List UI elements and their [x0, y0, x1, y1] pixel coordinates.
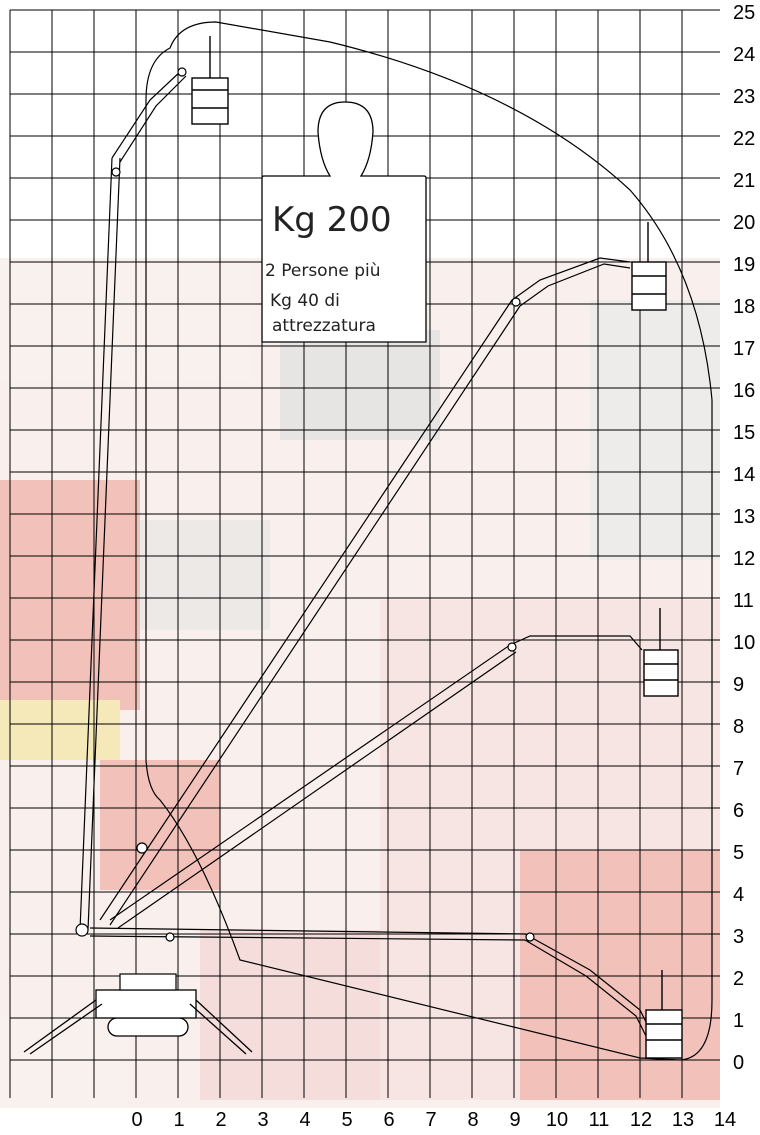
x-tick-label: 12	[630, 1109, 652, 1131]
y-tick-label: 24	[733, 44, 755, 66]
x-tick-label: 5	[341, 1109, 352, 1131]
y-tick-label: 16	[733, 380, 755, 402]
boom-10m	[109, 635, 643, 929]
x-tick-label: 8	[467, 1109, 478, 1131]
basket-18m	[631, 222, 667, 311]
basket-top	[191, 36, 229, 125]
y-tick-label: 6	[733, 800, 744, 822]
load-capacity-sign: Kg 200 2 Persone più Kg 40 di attrezzatu…	[261, 101, 427, 343]
x-tick-label: 2	[215, 1109, 226, 1131]
y-tick-label: 8	[733, 716, 744, 738]
load-persons-label: 2 Persone più	[265, 261, 381, 281]
y-tick-label: 15	[733, 422, 755, 444]
x-tick-label: 7	[425, 1109, 436, 1131]
y-tick-label: 13	[733, 506, 755, 528]
y-tick-label: 3	[733, 926, 744, 948]
y-tick-label: 19	[733, 254, 755, 276]
y-tick-label: 11	[733, 590, 754, 612]
boom-vertical	[79, 69, 187, 931]
y-tick-label: 23	[733, 86, 755, 108]
x-tick-label: 13	[672, 1109, 694, 1131]
grid	[9, 9, 720, 1098]
y-axis-labels: 2524232221201918171615141312111098765432…	[733, 2, 755, 1074]
x-tick-label: 14	[714, 1109, 736, 1131]
y-tick-label: 17	[733, 338, 755, 360]
x-tick-label: 1	[173, 1109, 184, 1131]
boom-18m	[99, 257, 631, 926]
y-tick-label: 21	[733, 170, 755, 192]
basket-10m	[643, 608, 679, 697]
basket-ground	[645, 970, 683, 1059]
working-envelope	[145, 21, 713, 1061]
load-capacity-label: Kg 200	[272, 200, 392, 240]
y-tick-label: 9	[733, 674, 744, 696]
y-tick-label: 18	[733, 296, 755, 318]
y-tick-label: 1	[733, 1010, 744, 1032]
y-tick-label: 14	[733, 464, 755, 486]
boom-horizontal	[89, 927, 651, 1037]
crawler-chassis	[23, 973, 253, 1055]
y-tick-label: 4	[733, 884, 744, 906]
y-tick-label: 5	[733, 842, 744, 864]
y-tick-label: 0	[733, 1052, 744, 1074]
y-tick-label: 12	[733, 548, 755, 570]
load-equipment-label-2: attrezzatura	[272, 316, 376, 336]
x-tick-label: 6	[383, 1109, 394, 1131]
y-tick-label: 20	[733, 212, 755, 234]
y-tick-label: 7	[733, 758, 744, 780]
x-tick-label: 11	[589, 1109, 610, 1131]
x-tick-label: 0	[131, 1109, 142, 1131]
x-tick-label: 3	[257, 1109, 268, 1131]
y-tick-label: 2	[733, 968, 744, 990]
y-tick-label: 25	[733, 2, 755, 24]
x-tick-label: 4	[299, 1109, 310, 1131]
boom-joints	[75, 67, 535, 942]
background-photo	[0, 258, 720, 1108]
y-tick-label: 22	[733, 128, 755, 150]
x-tick-label: 9	[509, 1109, 520, 1131]
load-equipment-label: Kg 40 di	[270, 291, 340, 311]
y-tick-label: 10	[733, 632, 755, 654]
x-tick-label: 10	[546, 1109, 568, 1131]
